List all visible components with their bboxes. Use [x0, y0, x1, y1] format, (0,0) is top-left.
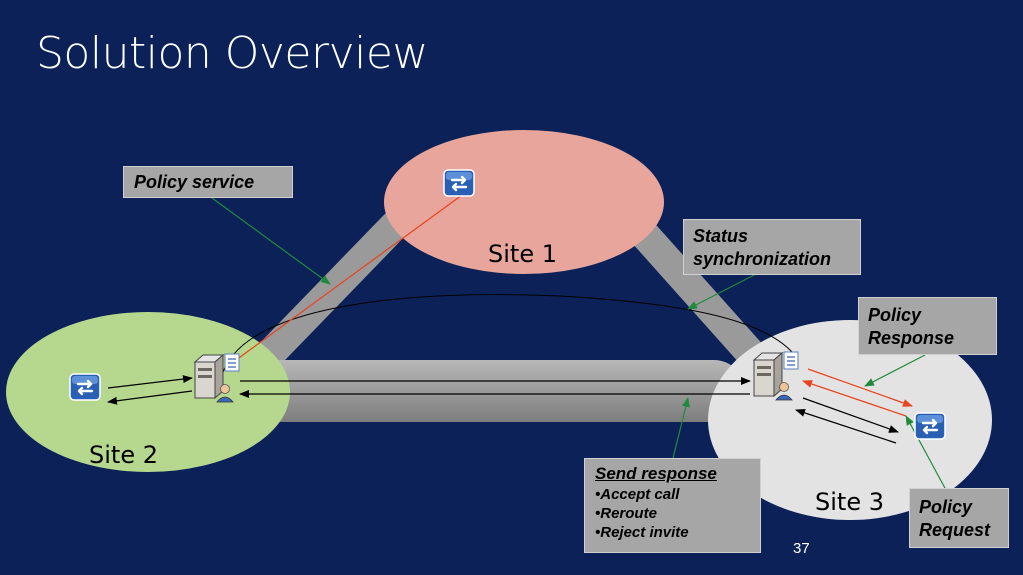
- status-sync-line-2: synchronization: [693, 249, 832, 269]
- send-response-item-accept: •Accept call: [595, 486, 680, 503]
- pointer-policy-response: [864, 354, 926, 387]
- pointer-status-sync: [687, 271, 761, 310]
- policy-request-line-2: Request: [919, 520, 991, 540]
- policy-server-icon: [69, 373, 101, 401]
- front-end-server-icon: [193, 353, 240, 403]
- link-site2-site3: [225, 360, 745, 422]
- policy-response-line-2: Response: [868, 328, 955, 348]
- policy-response-line-1: Policy: [868, 305, 922, 325]
- status-sync-callout: Status synchronization: [683, 219, 861, 275]
- arrow-server2-to-client2: [107, 390, 193, 405]
- policy-link-site1-site2: [235, 194, 463, 361]
- policy-server-icon: [443, 169, 475, 197]
- policy-service-callout: Policy service: [123, 166, 293, 198]
- site1-area: [384, 130, 664, 274]
- pointer-send-response: [672, 397, 690, 459]
- status-sync-arc: [221, 294, 793, 376]
- send-response-callout: Send response •Accept call •Reroute •Rej…: [584, 458, 761, 553]
- site2-label: Site 2: [89, 441, 158, 469]
- policy-response-callout: Policy Response: [858, 297, 997, 355]
- site3-label: Site 3: [815, 488, 884, 516]
- policy-request-callout: Policy Request: [909, 488, 1009, 548]
- page-number: 37: [793, 540, 810, 557]
- site2-area: [6, 312, 290, 472]
- site1-label: Site 1: [488, 240, 557, 268]
- send-response-item-reroute: •Reroute: [595, 505, 657, 522]
- policy-request-line-1: Policy: [919, 497, 973, 517]
- pointer-policy-service: [211, 197, 331, 285]
- slide-title: Solution Overview: [36, 28, 428, 79]
- front-end-server-icon: [752, 351, 799, 401]
- arrow-client2-to-server2: [107, 375, 193, 389]
- policy-response-arrow: [802, 380, 907, 417]
- policy-server-icon: [914, 412, 946, 440]
- send-response-heading: Send response: [595, 464, 717, 483]
- arrow-client3-to-server3: [795, 409, 897, 444]
- status-sync-line-1: Status: [693, 226, 749, 246]
- arrow-server3-to-client3: [802, 397, 899, 433]
- pointer-policy-request: [905, 415, 947, 491]
- send-response-item-reject: •Reject invite: [595, 524, 689, 541]
- policy-request-arrow: [807, 368, 913, 407]
- policy-service-text: Policy service: [134, 172, 255, 192]
